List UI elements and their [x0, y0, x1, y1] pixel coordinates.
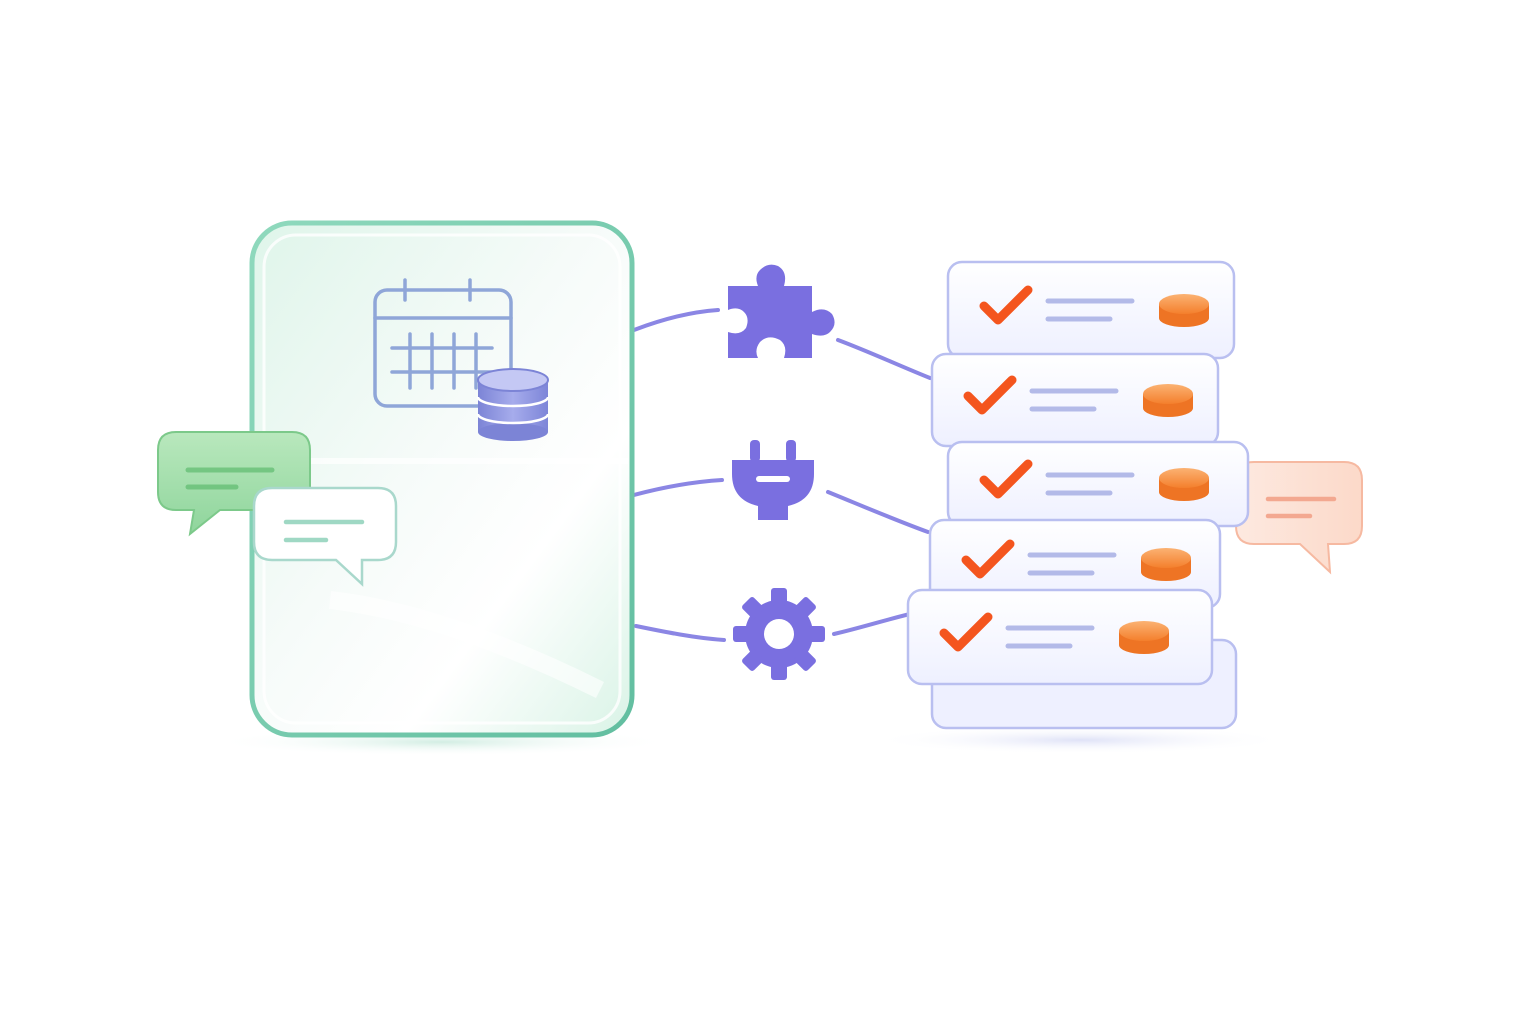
puzzle-icon[interactable]: [728, 264, 835, 358]
checkmark-icon: [979, 285, 1033, 325]
line-plug-to-card: [826, 490, 930, 534]
checkmark-icon: [961, 539, 1015, 579]
gear-icon[interactable]: [733, 588, 825, 680]
stack-shadow: [870, 726, 1290, 754]
checkmark-icon: [939, 612, 993, 652]
coin-icon: [1119, 621, 1169, 654]
task-card-body: [906, 588, 1214, 686]
source-panel: [249, 220, 635, 738]
coin-icon: [1159, 294, 1209, 327]
plug-icon[interactable]: [732, 440, 814, 520]
coin-icon: [1141, 548, 1191, 581]
checkmark-icon: [979, 459, 1033, 499]
task-card[interactable]: [946, 440, 1250, 528]
line-puzzle-to-card: [836, 338, 932, 380]
task-card-stack: [906, 260, 1250, 686]
task-card[interactable]: [930, 352, 1220, 448]
line-panel-to-puzzle: [632, 308, 720, 332]
line-gear-to-card: [832, 612, 912, 636]
coin-icon: [1143, 384, 1193, 417]
line-panel-to-plug: [632, 478, 724, 497]
task-card[interactable]: [928, 518, 1222, 610]
line-panel-to-gear: [634, 624, 726, 642]
calendar-icon: [373, 278, 513, 408]
database-icon: [476, 368, 550, 441]
task-card[interactable]: [906, 588, 1214, 686]
connector-lines: [632, 308, 932, 642]
chat-bubble-icon: [1235, 461, 1363, 575]
checkmark-icon: [963, 375, 1017, 415]
task-card[interactable]: [946, 260, 1236, 360]
coin-icon: [1159, 468, 1209, 501]
chat-bubble-icon: [252, 486, 398, 587]
